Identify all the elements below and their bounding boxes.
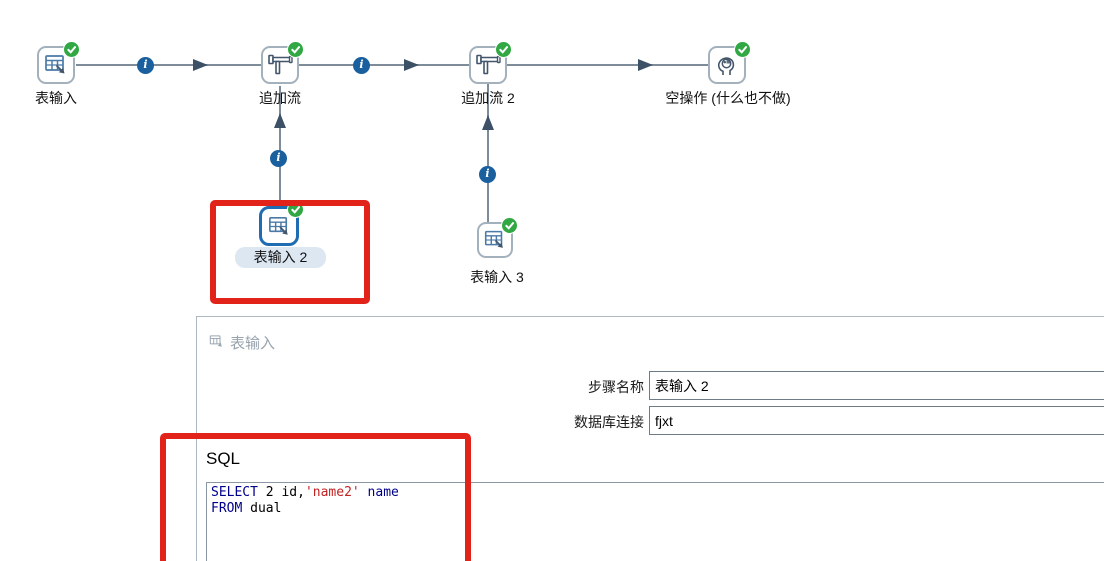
append-streams-icon (268, 54, 293, 75)
table-input-icon (484, 230, 503, 248)
step-node-append-streams-2[interactable] (469, 41, 512, 84)
hop-arrow-right-icon (638, 59, 653, 71)
step-node-table-input-2[interactable] (259, 201, 304, 246)
sql-editor[interactable]: SELECT 2 id,'name2' name FROM dual (206, 482, 1104, 561)
hop-line-append-append2[interactable] (299, 64, 469, 66)
step-label-selected: 表输入 2 (235, 247, 326, 268)
info-stream-icon: i (353, 57, 370, 74)
step-name-label: 步骤名称 (588, 379, 644, 395)
step-node-table-input-3[interactable] (477, 217, 518, 258)
step-label: 表输入 (35, 90, 77, 106)
sql-text: 2 id, (257, 485, 305, 500)
step-name-input[interactable] (649, 371, 1104, 400)
success-check-icon (501, 217, 518, 234)
db-connection-input[interactable] (649, 406, 1104, 435)
step-label: 追加流 2 (461, 90, 515, 106)
hop-arrow-right-icon (193, 59, 208, 71)
success-check-icon (734, 41, 751, 58)
step-label: 空操作 (什么也不做) (665, 90, 791, 106)
dialog-title: 表输入 (230, 335, 276, 352)
step-label: 追加流 (259, 90, 301, 106)
hop-line-append2-dummy[interactable] (507, 64, 708, 66)
success-check-icon (287, 201, 304, 218)
sql-keyword: SELECT (211, 485, 258, 500)
hop-line-tableinput2-append[interactable] (279, 86, 281, 207)
dummy-head-icon (717, 57, 735, 75)
info-stream-icon: i (270, 150, 287, 167)
info-stream-icon: i (137, 57, 154, 74)
hop-line-tableinput-append[interactable] (76, 64, 261, 66)
step-node-table-input[interactable] (37, 41, 80, 84)
hop-arrow-up-icon (482, 115, 494, 130)
success-check-icon (63, 41, 80, 58)
step-node-dummy[interactable] (708, 41, 751, 84)
table-input-icon (268, 216, 288, 235)
success-check-icon (287, 41, 304, 58)
table-input-icon (45, 55, 65, 74)
hop-arrow-up-icon (274, 113, 286, 128)
sql-keyword: FROM (211, 501, 243, 516)
info-stream-icon: i (479, 166, 496, 183)
hop-arrow-right-icon (404, 59, 419, 71)
sql-section-label: SQL (206, 449, 241, 468)
dialog-table-input-icon (209, 335, 222, 347)
db-connection-label: 数据库连接 (574, 414, 644, 430)
sql-text: dual (242, 501, 282, 516)
hop-line-tableinput3-append2[interactable] (487, 84, 489, 222)
sql-keyword: name (359, 485, 399, 500)
success-check-icon (495, 41, 512, 58)
sql-string: 'name2' (304, 485, 360, 500)
step-node-append-streams[interactable] (261, 41, 304, 84)
step-label: 表输入 3 (470, 269, 524, 285)
